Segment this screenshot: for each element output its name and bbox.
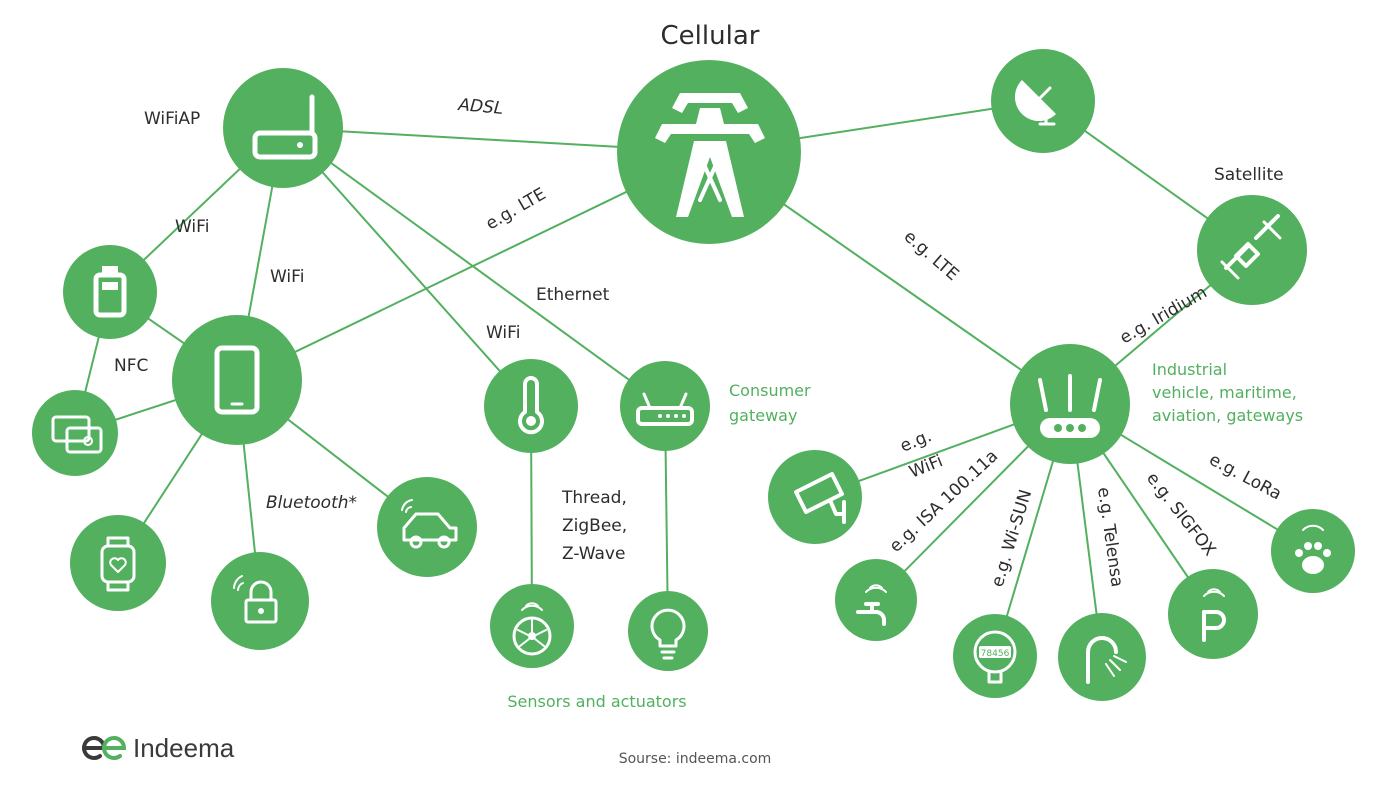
pet-tracker-paw-icon xyxy=(1295,524,1331,574)
label-sensors-actuators: Sensors and actuators xyxy=(507,692,686,711)
label-wifi-thermo: WiFi xyxy=(486,323,520,343)
label-eg-wisun: e.g. Wi-SUN xyxy=(988,487,1037,589)
label-eg-telensa: e.g. Telensa xyxy=(1093,486,1127,588)
street-light-icon xyxy=(1086,636,1127,684)
tower-icon xyxy=(655,93,765,217)
label-consumer-gateway-2: gateway xyxy=(729,406,797,425)
edge-ap-thermo xyxy=(282,127,532,407)
edge-ap-cgw xyxy=(282,127,666,407)
smart-lock-icon xyxy=(233,575,278,624)
node-tab xyxy=(172,315,302,445)
parking-icon xyxy=(1202,588,1226,642)
label-consumer-gateway-1: Consumer xyxy=(729,381,811,400)
nodes xyxy=(32,49,1355,701)
label-eg-sigfox: e.g. SIGFOX xyxy=(1142,469,1220,561)
tablet-icon xyxy=(214,345,260,415)
label-nfc: NFC xyxy=(114,356,148,376)
satellite-icon xyxy=(1220,214,1282,280)
meter-reading: 78456 xyxy=(981,649,1010,659)
node-shower xyxy=(1058,613,1146,701)
label-adsl: ADSL xyxy=(457,95,505,119)
label-wifi-pos: WiFi xyxy=(175,217,209,237)
fan-icon xyxy=(512,602,552,656)
wifi-router-icon xyxy=(252,94,318,160)
node-thermo xyxy=(484,359,578,453)
water-faucet-icon xyxy=(856,584,887,626)
node-watch xyxy=(70,515,166,611)
node-paw xyxy=(1271,509,1355,593)
label-ethernet: Ethernet xyxy=(536,285,610,305)
label-wifi-phone: WiFi xyxy=(270,267,304,287)
label-thread: Thread, xyxy=(561,488,627,508)
label-eg-lte-right: e.g. LTE xyxy=(900,227,963,285)
light-bulb-icon xyxy=(650,608,686,660)
thermometer-icon xyxy=(518,376,544,435)
consumer-router-icon xyxy=(636,392,694,426)
label-eg-lora: e.g. LoRa xyxy=(1206,450,1285,505)
node-car xyxy=(377,477,477,577)
diagram-title: Cellular xyxy=(661,21,760,51)
label-zigbee: ZigBee, xyxy=(562,516,627,536)
label-eg-lte-left: e.g. LTE xyxy=(483,184,550,234)
label-eg-iridium: e.g. Iridium xyxy=(1117,282,1211,348)
label-bluetooth: Bluetooth* xyxy=(266,493,357,513)
security-camera-icon xyxy=(794,472,846,524)
connected-car-icon xyxy=(401,499,458,549)
node-cards xyxy=(32,390,118,476)
node-faucet xyxy=(835,559,917,641)
label-eg-wifi: WiFi xyxy=(906,451,945,482)
node-bulb xyxy=(628,591,708,671)
smart-meter-icon: 78456 xyxy=(973,630,1017,684)
label-industrial-2: vehicle, maritime, xyxy=(1152,383,1297,402)
node-pos xyxy=(63,245,157,339)
logo-text: Indeema xyxy=(133,733,235,763)
label-eg-isa: e.g. ISA 100.11a xyxy=(886,446,1002,556)
node-cam xyxy=(768,450,862,544)
source-note: Sourse: indeema.com xyxy=(619,751,772,767)
label-industrial-1: Industrial xyxy=(1152,360,1227,379)
credit-cards-icon xyxy=(51,415,103,454)
satellite-dish-icon xyxy=(1014,80,1056,126)
label-industrial-3: aviation, gateways xyxy=(1152,406,1303,425)
indeema-logo: Indeema xyxy=(82,733,235,763)
label-eg: e.g. xyxy=(897,426,934,457)
label-satellite: Satellite xyxy=(1214,165,1284,185)
label-wifiap: WiFiAP xyxy=(144,109,200,129)
node-ap xyxy=(223,68,343,188)
smartwatch-icon xyxy=(100,536,136,592)
label-zwave: Z-Wave xyxy=(562,544,625,564)
pos-terminal-icon xyxy=(93,266,127,318)
industrial-router-icon xyxy=(1038,374,1102,438)
